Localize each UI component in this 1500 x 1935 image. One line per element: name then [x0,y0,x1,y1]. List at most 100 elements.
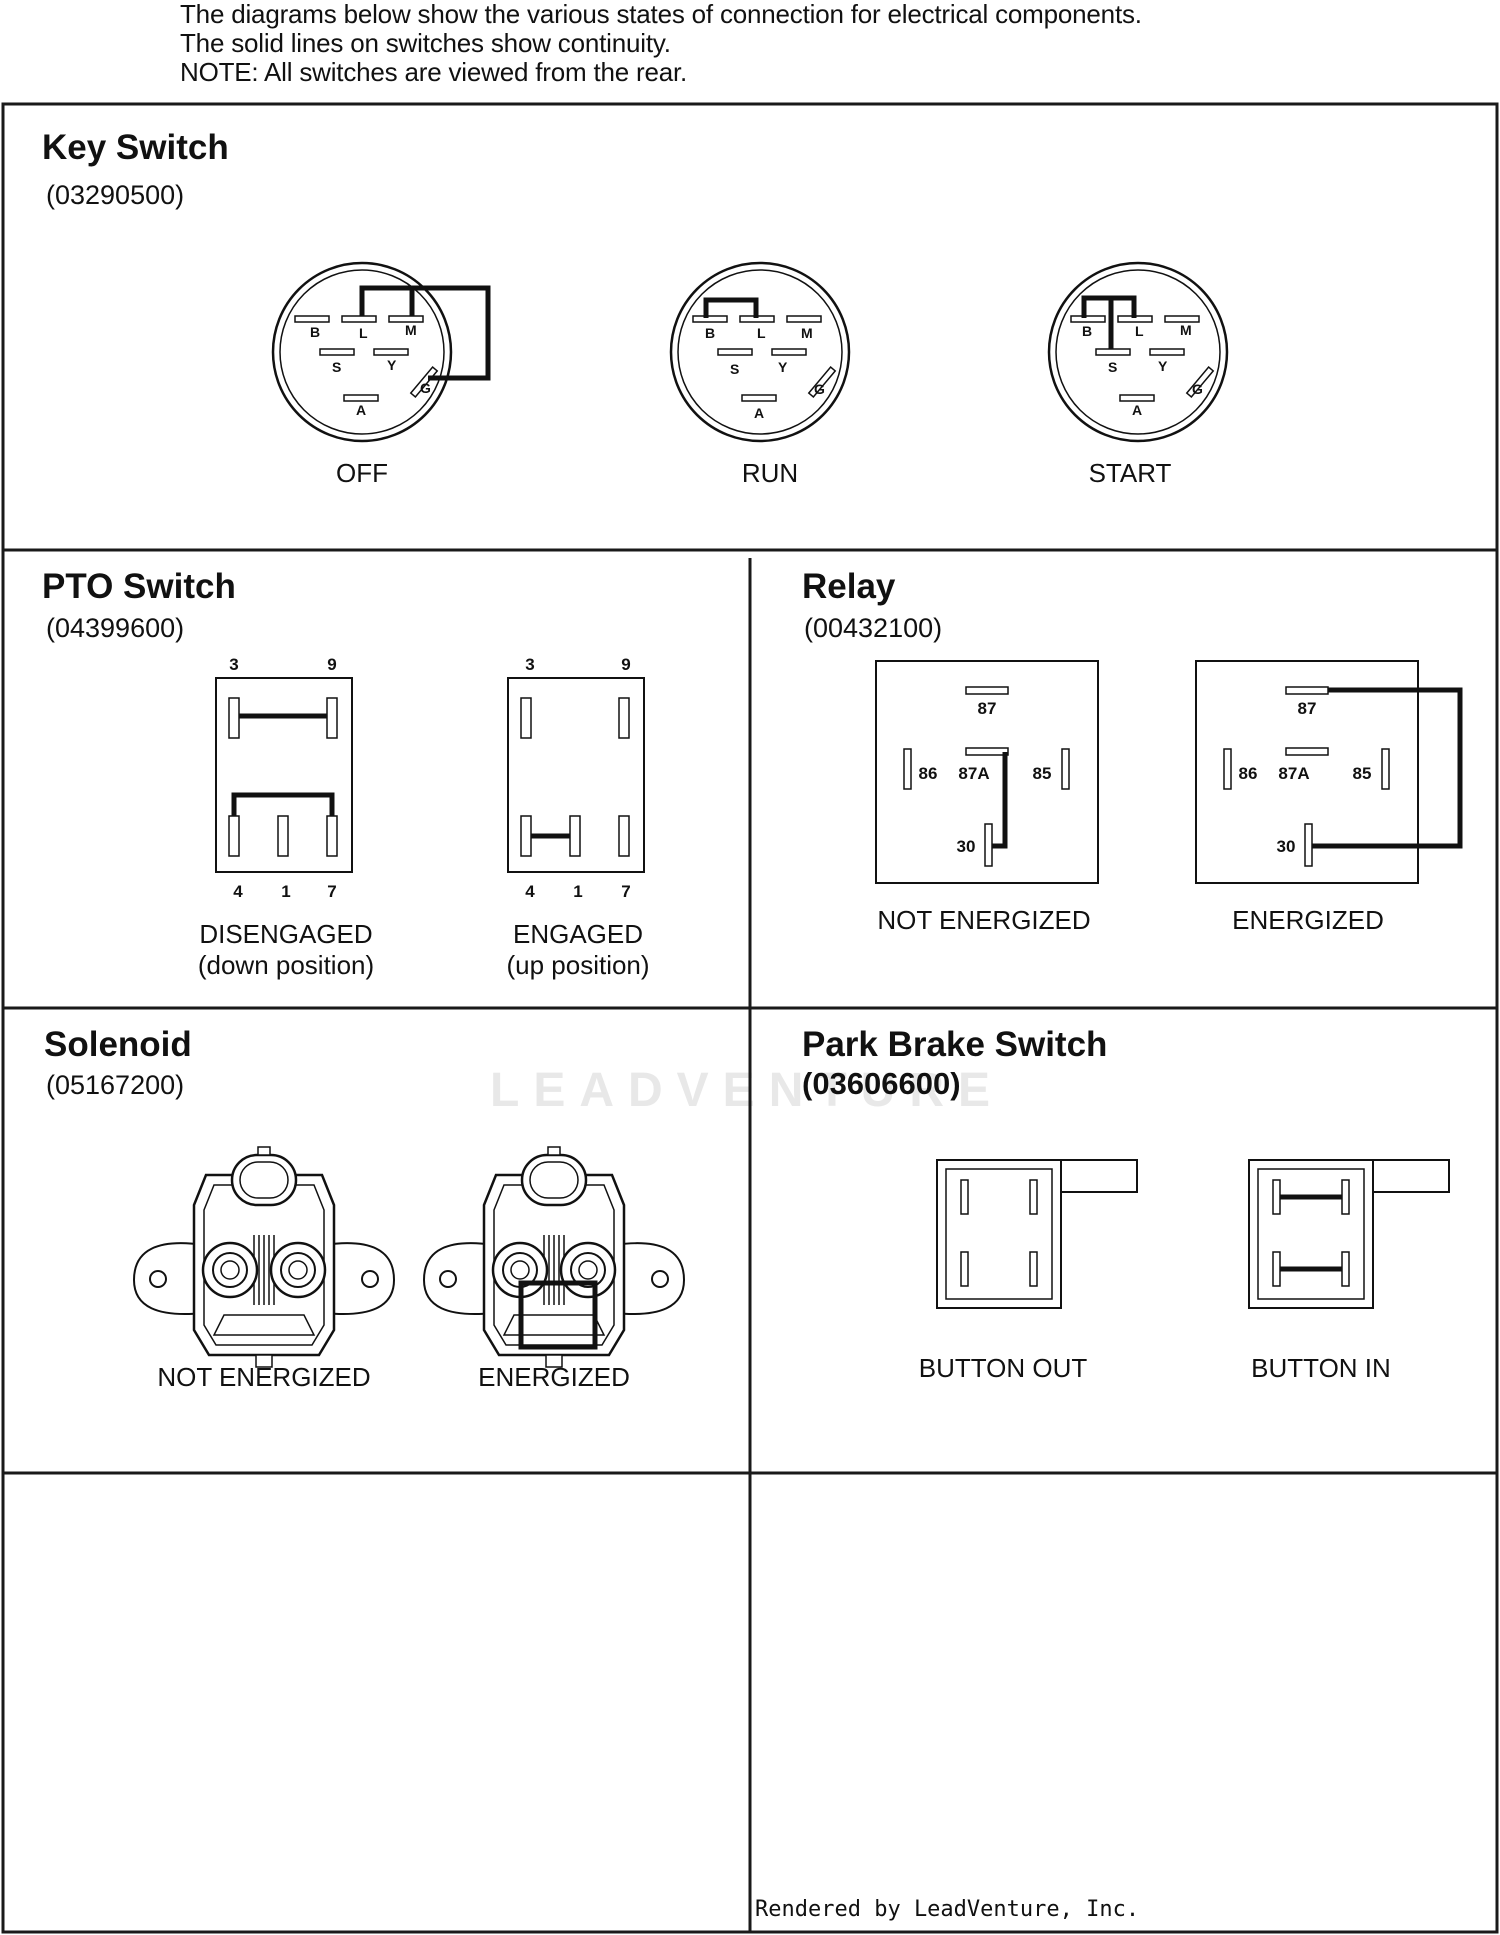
continuity-30-87 [1312,687,1463,849]
header-line-1: The diagrams below show the various stat… [180,0,1142,29]
pin-m [1164,315,1200,323]
park-brake-button-in-label: BUTTON IN [1251,1353,1391,1383]
pto-switch-engaged: 3 9 4 1 7 ENGAGED (up position) [506,655,649,980]
pin-label-86: 86 [1239,764,1258,783]
relay-title: Relay [802,567,896,606]
pin-b [294,315,330,323]
pin-label-b: B [310,324,320,340]
watermark: LEADVENTURE [490,1064,1005,1117]
pin-1 [569,815,581,857]
pin-label-l: L [1135,323,1144,339]
pto-disengaged-sublabel: (down position) [198,950,374,980]
solenoid-body [422,1145,686,1369]
park-brake-title: Park Brake Switch [802,1025,1108,1064]
pin-b [692,315,728,323]
pin-label-s: S [332,359,341,375]
park-brake-button-in: BUTTON IN [1248,1159,1450,1383]
continuity-terminals [518,1280,598,1350]
pto-switch-disengaged: 3 9 4 1 7 DISENGAGED (down position) [198,655,374,980]
pto-switch-part-number: (04399600) [46,613,185,643]
relay-energized: 87 86 87A 85 30 ENERGIZED [1195,660,1463,935]
pin-30 [984,823,993,867]
pin-87 [965,686,1009,695]
pto-switch-body [215,677,353,873]
key-switch-part-number: (03290500) [46,180,185,210]
pin-label-1: 1 [573,882,582,901]
pin-label-7: 7 [621,882,630,901]
key-switch-run: B L M S Y G A RUN [669,261,851,488]
solenoid-part-number: (05167200) [46,1070,185,1100]
pin-85 [1381,748,1390,790]
park-brake-part-number: (03606600) [802,1066,961,1101]
pin-label-1: 1 [281,882,290,901]
pto-engaged-label: ENGAGED [513,919,643,949]
pin-b [1070,315,1106,323]
continuity-4-7 [231,792,335,816]
pin-label-7: 7 [327,882,336,901]
pin-label-4: 4 [233,882,243,901]
pin-4 [520,815,532,857]
pin-label-l: L [757,325,766,341]
pin-30 [1304,823,1313,867]
header-line-2: The solid lines on switches show continu… [180,28,671,58]
pin-label-y: Y [387,357,397,373]
pin-7 [618,815,630,857]
pin-label-m: M [405,322,417,338]
pin-y [771,348,807,356]
pin-label-l: L [359,325,368,341]
pin-g [1185,365,1215,399]
pin-label-b: B [1082,323,1092,339]
pin-y [1149,348,1185,356]
pin-label-3: 3 [525,655,534,674]
key-switch-body [271,261,453,443]
pin-label-85: 85 [1353,764,1372,783]
continuity-l-m [359,285,415,316]
pin-7 [326,815,338,857]
pin-a [1119,394,1155,402]
pto-disengaged-label: DISENGAGED [199,919,372,949]
pin-label-s: S [730,361,739,377]
park-brake-body [936,1159,1062,1309]
park-brake-button [1372,1159,1450,1193]
pin-3 [520,697,532,739]
pin-label-y: Y [1158,358,1168,374]
solenoid-energized: ENERGIZED [422,1145,686,1392]
park-brake-button-out-label: BUTTON OUT [919,1353,1088,1383]
pto-switch-title: PTO Switch [42,567,236,606]
pin-9 [326,697,338,739]
pin-label-4: 4 [525,882,535,901]
panel-grid [1,102,1499,1934]
pin-a [741,394,777,402]
relay-part-number: (00432100) [804,613,943,643]
pin-3 [228,697,240,739]
relay-not-energized: 87 86 87A 85 30 NOT ENERGIZED [875,660,1099,935]
relay-body [875,660,1099,884]
header-line-3: NOTE: All switches are viewed from the r… [180,57,688,87]
park-brake-button [1060,1159,1138,1193]
park-brake-body [1248,1159,1374,1309]
relay-energized-label: ENERGIZED [1232,905,1384,935]
continuity-30-87a [992,752,1008,849]
pin-label-87a: 87A [1278,764,1309,783]
pin-label-m: M [801,325,813,341]
pin-9 [618,697,630,739]
key-switch-start: B L M S Y G A START [1047,261,1229,488]
key-switch-run-label: RUN [742,458,798,488]
pin-label-a: A [754,405,764,421]
solenoid-body [132,1145,396,1369]
pin-m [388,315,424,323]
park-brake-button-out: BUTTON OUT [919,1159,1138,1383]
pin-86 [1223,748,1232,790]
pin-s [1095,348,1131,356]
header-note: The diagrams below show the various stat… [180,0,1142,87]
pin-87a [1285,747,1329,756]
pin-label-87: 87 [1298,699,1317,718]
pin-87 [1285,686,1329,695]
pin-label-g: G [1192,381,1203,397]
pin-s [319,348,355,356]
pin-label-30: 30 [1277,837,1296,856]
pin-a [343,394,379,402]
pin-label-a: A [1132,402,1142,418]
pin-label-85: 85 [1033,764,1052,783]
